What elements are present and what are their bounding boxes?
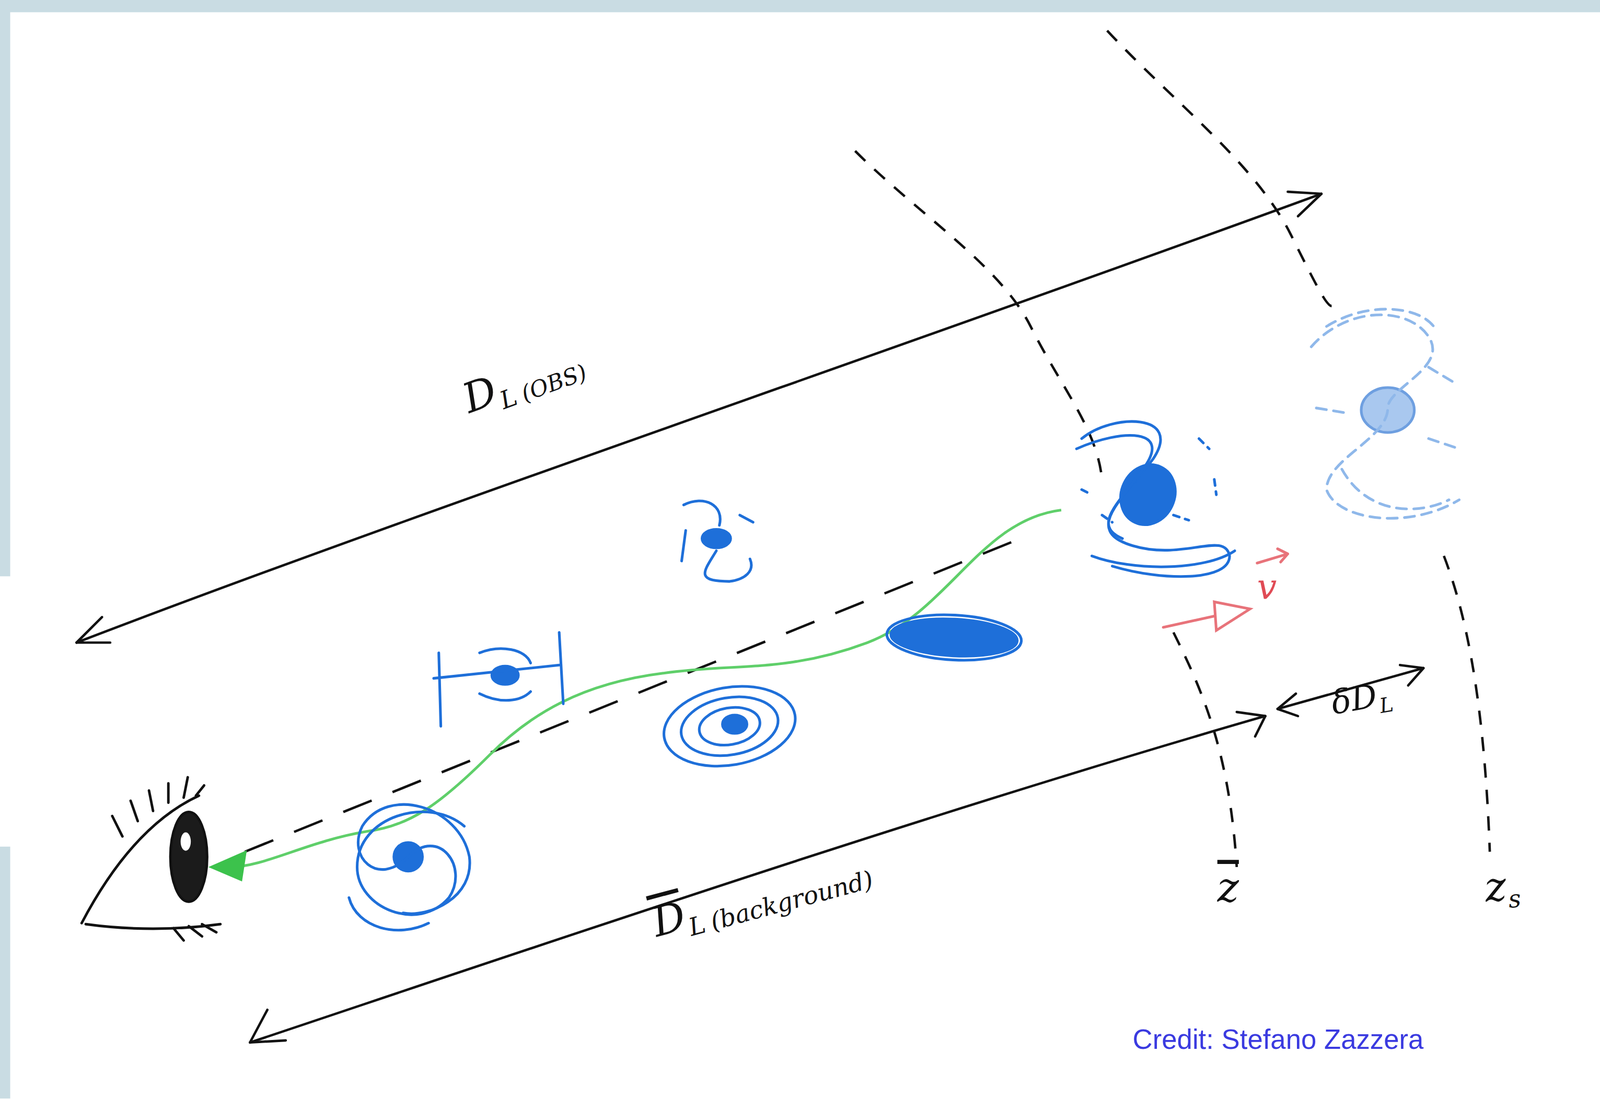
distance-label: DL(OBS): [456, 336, 589, 422]
redshift-label: zs: [1482, 862, 1522, 910]
redshift-label: z: [1217, 865, 1239, 911]
zbar-surface: [854, 151, 1237, 868]
eyelashes: [112, 777, 205, 837]
line-of-sight: [245, 540, 1016, 853]
dl-background-arrow: [249, 716, 1266, 1043]
velocity-label: v: [1257, 568, 1278, 607]
label-text: δD: [1328, 678, 1380, 722]
lens-galaxy: [1076, 421, 1235, 577]
arrow-head: [76, 617, 110, 643]
subscript-text: L: [686, 911, 709, 943]
subscript-text: (background): [707, 866, 877, 937]
distance-arrows: [76, 191, 1424, 1043]
subscript-text: (OBS): [517, 360, 590, 407]
eyelashes: [173, 924, 217, 941]
dl-obs-arrow: [76, 193, 1321, 643]
disc-galaxy: [885, 611, 1023, 664]
observer-eye: [81, 777, 221, 941]
small-galaxy: [681, 501, 753, 582]
iris: [170, 812, 207, 902]
redshift-surfaces: [245, 30, 1490, 868]
arrow-head: [249, 1010, 286, 1043]
vector-symbol-arrow: [1257, 549, 1289, 564]
label-text: v: [1257, 568, 1278, 607]
eyelid: [85, 924, 221, 930]
spiral-galaxy: [349, 804, 470, 931]
distance-label: DL(background): [647, 843, 875, 946]
frame-strip: [0, 847, 11, 1099]
eye-glint: [180, 832, 192, 851]
arrow-head: [1287, 191, 1321, 217]
frame-strip: [0, 0, 1600, 13]
arrow-head: [1399, 665, 1424, 686]
arrow-head: [1277, 693, 1298, 717]
velocity-shaft: [1163, 616, 1215, 628]
credit-text: Credit: Stefano Zazzera: [1132, 1025, 1424, 1057]
label-text: z: [1217, 865, 1239, 911]
subscript-text: L: [1377, 692, 1396, 718]
arrow-head: [1236, 712, 1266, 737]
elliptical-galaxy: [657, 676, 802, 776]
zs-surface: [1107, 30, 1490, 853]
light-ray: [212, 509, 1062, 880]
distance-shift-label: δDL: [1328, 676, 1395, 723]
source-galaxy: [1311, 309, 1459, 519]
frame-strip: [0, 0, 11, 577]
velocity-vector: [1163, 549, 1288, 631]
velocity-head: [1214, 601, 1250, 631]
label-text: z: [1482, 863, 1509, 911]
photon-head: [212, 853, 245, 880]
label-text: D: [647, 893, 691, 946]
subscript-text: s: [1507, 886, 1523, 914]
label-text: D: [456, 367, 503, 422]
photon-path: [229, 509, 1062, 867]
galaxies: [349, 309, 1460, 931]
barred-galaxy: [433, 632, 564, 727]
label-text: Credit: Stefano Zazzera: [1132, 1025, 1424, 1057]
